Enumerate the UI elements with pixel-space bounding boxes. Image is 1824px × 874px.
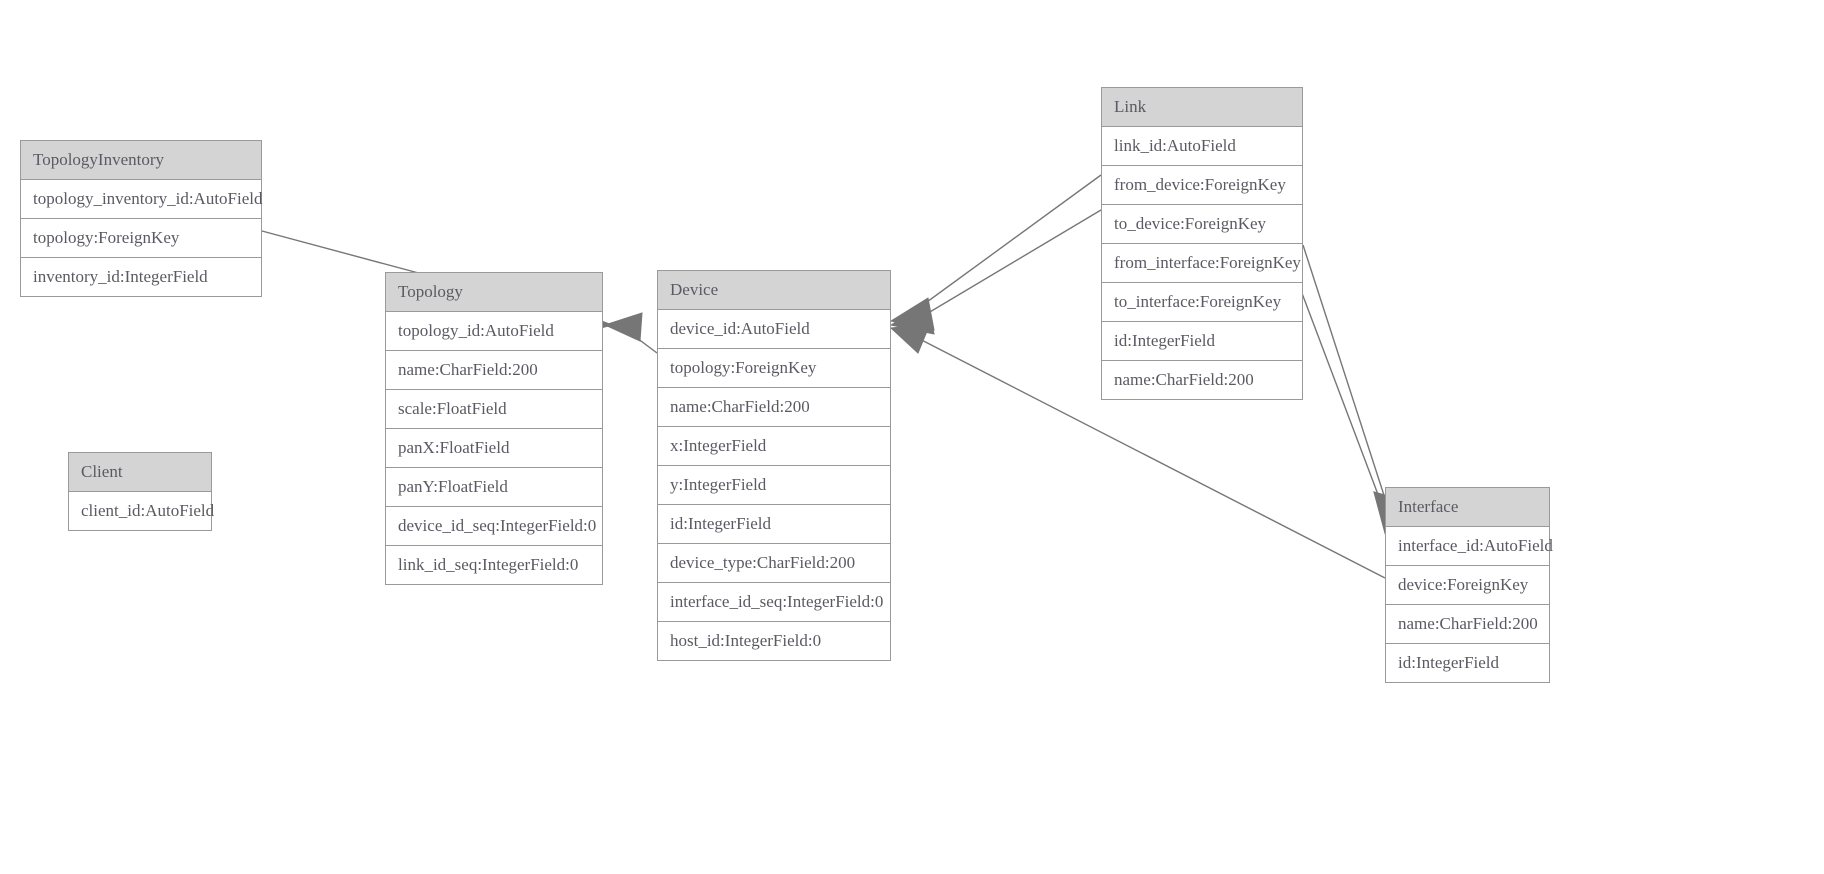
entity-field-row: name:CharField:200 [1386,605,1549,644]
entity-field-row: id:IntegerField [658,505,890,544]
relationship-line [620,325,658,354]
entity-field-row: name:CharField:200 [386,351,602,390]
entity-field-row: x:IntegerField [658,427,890,466]
entity-field-row: device_id:AutoField [658,310,890,349]
entity-field-row: topology:ForeignKey [658,349,890,388]
entity-field-row: client_id:AutoField [69,492,214,530]
entity-field-row: y:IntegerField [658,466,890,505]
entity-field-row: to_device:ForeignKey [1102,205,1302,244]
relationship-line [1302,244,1393,521]
entity-title-client: Client [69,453,211,492]
rel-device-topology [603,312,658,354]
entity-field-row: topology_id:AutoField [386,312,602,351]
entity-field-row: name:CharField:200 [1102,361,1302,399]
entity-title-link: Link [1102,88,1302,127]
entity-title-device: Device [658,271,890,310]
entity-field-row: device:ForeignKey [1386,566,1549,605]
entity-field-row: link_id:AutoField [1102,127,1302,166]
entity-field-row: name:CharField:200 [658,388,890,427]
entity-field-row: panX:FloatField [386,429,602,468]
relationship-line [907,209,1102,326]
entity-field-row: interface_id:AutoField [1386,527,1553,566]
entity-field-row: id:IntegerField [1386,644,1549,682]
entity-field-row: inventory_id:IntegerField [21,258,261,296]
relationship-arrowhead [889,297,935,331]
entity-field-row: from_device:ForeignKey [1102,166,1302,205]
entity-field-row: link_id_seq:IntegerField:0 [386,546,602,584]
entity-field-row: to_interface:ForeignKey [1102,283,1302,322]
entity-title-topology: Topology [386,273,602,312]
entity-field-row: from_interface:ForeignKey [1102,244,1302,283]
rel-link-from-device [889,174,1102,331]
entity-title-interface: Interface [1386,488,1549,527]
relationship-line [904,174,1102,319]
entity-field-row: device_id_seq:IntegerField:0 [386,507,602,546]
entity-title-topology_inventory: TopologyInventory [21,141,261,180]
relationship-arrowhead [889,301,935,335]
relationship-arrowhead [889,323,931,354]
entity-field-row: device_type:CharField:200 [658,544,890,583]
entity-field-row: panY:FloatField [386,468,602,507]
entity-field-row: topology:ForeignKey [21,219,261,258]
entity-field-row: interface_id_seq:IntegerField:0 [658,583,890,622]
entity-field-row: host_id:IntegerField:0 [658,622,890,660]
entity-field-row: topology_inventory_id:AutoField [21,180,263,219]
relationship-arrowhead [603,312,643,342]
rel-link-to-device [889,209,1102,335]
entity-field-row: scale:FloatField [386,390,602,429]
entity-field-row: id:IntegerField [1102,322,1302,361]
relationship-line [1296,279,1389,522]
